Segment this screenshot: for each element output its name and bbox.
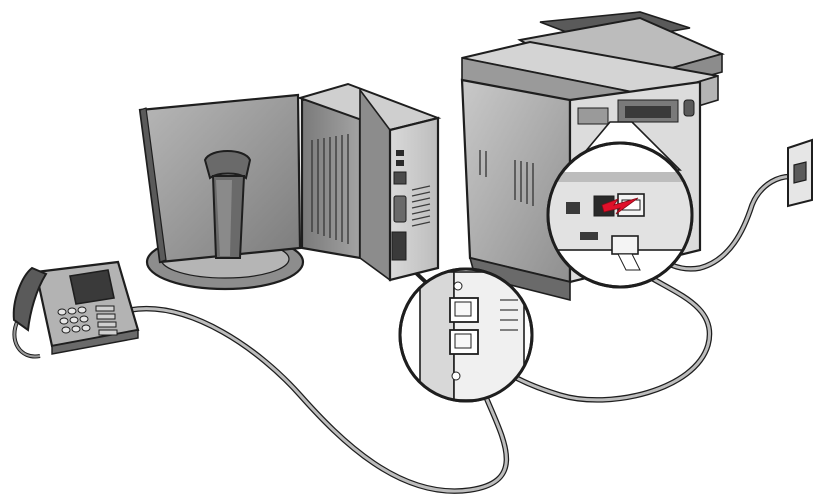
printer-side-vents	[479, 150, 534, 206]
handset	[12, 266, 48, 332]
phone-display	[69, 269, 115, 305]
computer-tower	[296, 82, 442, 282]
computer-modem-zoom	[398, 267, 534, 403]
phone-cables	[127, 173, 803, 494]
wall-phone-jack	[787, 138, 813, 208]
computer-monitor	[138, 93, 305, 291]
tower-modem-ports	[391, 231, 407, 261]
printer-port-zoom	[546, 141, 694, 289]
tower-side-vents	[311, 134, 349, 244]
red-arrow-icon	[601, 197, 639, 215]
phone-keypad	[57, 306, 91, 334]
telephone	[12, 260, 140, 359]
